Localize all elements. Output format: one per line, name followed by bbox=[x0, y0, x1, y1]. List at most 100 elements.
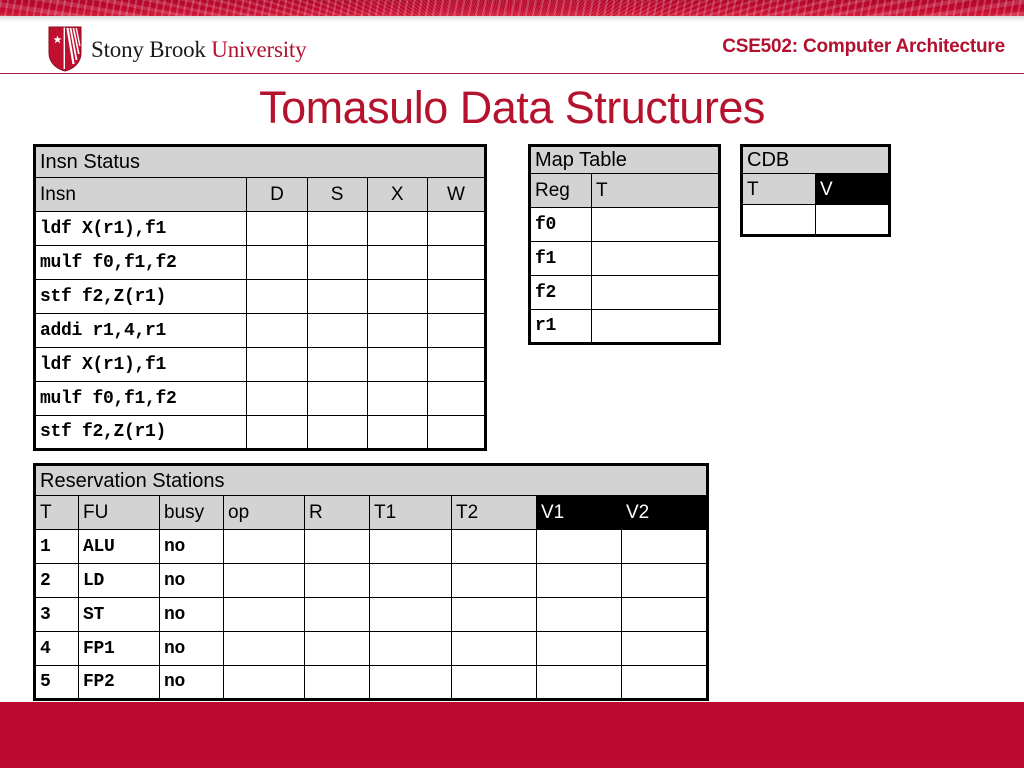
table-row: f0 bbox=[529, 207, 721, 242]
column-header-d: D bbox=[246, 177, 308, 212]
insn-s-cell[interactable] bbox=[306, 415, 368, 450]
shield-icon bbox=[48, 26, 82, 72]
table-row: stf f2,Z(r1) bbox=[33, 415, 487, 450]
rs-r-cell[interactable] bbox=[304, 597, 370, 632]
insn-s-cell[interactable] bbox=[306, 347, 368, 382]
insn-d-cell[interactable] bbox=[246, 381, 308, 416]
table-row: f2 bbox=[529, 275, 721, 310]
rs-v2-cell[interactable] bbox=[620, 563, 709, 598]
rs-t2-cell[interactable] bbox=[451, 597, 537, 632]
column-header-v1: V1 bbox=[536, 495, 622, 530]
insn-x-cell[interactable] bbox=[366, 381, 428, 416]
insn-d-cell[interactable] bbox=[246, 279, 308, 314]
rs-op-cell[interactable] bbox=[223, 665, 305, 700]
rs-t2-cell[interactable] bbox=[451, 631, 537, 666]
insn-x-cell[interactable] bbox=[366, 415, 428, 450]
rs-t1-cell[interactable] bbox=[369, 631, 452, 666]
rs-v1-cell[interactable] bbox=[536, 631, 622, 666]
rs-t2-cell[interactable] bbox=[451, 529, 537, 564]
insn-d-cell[interactable] bbox=[246, 347, 308, 382]
rs-t-cell: 3 bbox=[34, 597, 79, 632]
insn-s-cell[interactable] bbox=[306, 279, 368, 314]
rs-v1-cell[interactable] bbox=[536, 665, 622, 700]
insn-w-cell[interactable] bbox=[426, 381, 487, 416]
insn-d-cell[interactable] bbox=[246, 245, 308, 280]
insn-w-cell[interactable] bbox=[426, 313, 487, 348]
rs-t2-cell[interactable] bbox=[451, 563, 537, 598]
rs-t2-cell[interactable] bbox=[451, 665, 537, 700]
table-row: 5 FP2 no bbox=[34, 665, 709, 700]
rs-v2-cell[interactable] bbox=[620, 665, 709, 700]
map-reg-cell: r1 bbox=[529, 309, 592, 344]
insn-s-cell[interactable] bbox=[306, 245, 368, 280]
rs-v1-cell[interactable] bbox=[536, 563, 622, 598]
rs-op-cell[interactable] bbox=[223, 529, 305, 564]
rs-t1-cell[interactable] bbox=[369, 597, 452, 632]
column-header-insn: Insn bbox=[33, 177, 248, 212]
insn-w-cell[interactable] bbox=[426, 415, 487, 450]
rs-fu-cell: ST bbox=[78, 597, 160, 632]
rs-fu-cell: ALU bbox=[78, 529, 160, 564]
column-header-cdb-v: V bbox=[814, 173, 891, 205]
rs-busy-cell[interactable]: no bbox=[159, 631, 224, 666]
insn-s-cell[interactable] bbox=[306, 381, 368, 416]
rs-busy-cell[interactable]: no bbox=[159, 529, 224, 564]
rs-r-cell[interactable] bbox=[304, 529, 370, 564]
rs-busy-cell[interactable]: no bbox=[159, 597, 224, 632]
column-header-r: R bbox=[304, 495, 370, 530]
rs-fu-cell: FP1 bbox=[78, 631, 160, 666]
rs-v2-cell[interactable] bbox=[620, 631, 709, 666]
map-t-cell[interactable] bbox=[590, 309, 721, 344]
rs-r-cell[interactable] bbox=[304, 563, 370, 598]
insn-s-cell[interactable] bbox=[306, 211, 368, 246]
rs-t1-cell[interactable] bbox=[369, 529, 452, 564]
insn-x-cell[interactable] bbox=[366, 313, 428, 348]
insn-cell: mulf f0,f1,f2 bbox=[33, 381, 248, 416]
rs-t1-cell[interactable] bbox=[369, 665, 452, 700]
rs-v2-cell[interactable] bbox=[620, 529, 709, 564]
rs-t1-cell[interactable] bbox=[369, 563, 452, 598]
rs-t-cell: 2 bbox=[34, 563, 79, 598]
column-header-t2: T2 bbox=[451, 495, 537, 530]
banner-shadow bbox=[0, 16, 1024, 22]
insn-w-cell[interactable] bbox=[426, 347, 487, 382]
rs-op-cell[interactable] bbox=[223, 597, 305, 632]
insn-d-cell[interactable] bbox=[246, 313, 308, 348]
insn-w-cell[interactable] bbox=[426, 245, 487, 280]
rs-r-cell[interactable] bbox=[304, 665, 370, 700]
rs-busy-cell[interactable]: no bbox=[159, 563, 224, 598]
insn-w-cell[interactable] bbox=[426, 211, 487, 246]
map-t-cell[interactable] bbox=[590, 241, 721, 276]
rs-r-cell[interactable] bbox=[304, 631, 370, 666]
rs-v1-cell[interactable] bbox=[536, 597, 622, 632]
insn-x-cell[interactable] bbox=[366, 279, 428, 314]
insn-cell: mulf f0,f1,f2 bbox=[33, 245, 248, 280]
cdb-t-cell[interactable] bbox=[741, 204, 816, 236]
reservation-stations-table: Reservation Stations T FU busy op R T1 T… bbox=[33, 463, 710, 701]
rs-v2-cell[interactable] bbox=[620, 597, 709, 632]
insn-cell: addi r1,4,r1 bbox=[33, 313, 248, 348]
insn-w-cell[interactable] bbox=[426, 279, 487, 314]
rs-header-row: T FU busy op R T1 T2 V1 V2 bbox=[34, 495, 709, 530]
rs-op-cell[interactable] bbox=[223, 631, 305, 666]
header-divider bbox=[0, 73, 1024, 74]
rs-v1-cell[interactable] bbox=[536, 529, 622, 564]
map-t-cell[interactable] bbox=[590, 207, 721, 242]
insn-x-cell[interactable] bbox=[366, 245, 428, 280]
insn-d-cell[interactable] bbox=[246, 415, 308, 450]
rs-busy-cell[interactable]: no bbox=[159, 665, 224, 700]
map-table: Map Table Reg T f0 f1 f2 r1 bbox=[528, 144, 722, 345]
insn-d-cell[interactable] bbox=[246, 211, 308, 246]
insn-x-cell[interactable] bbox=[366, 347, 428, 382]
insn-cell: ldf X(r1),f1 bbox=[33, 347, 248, 382]
insn-s-cell[interactable] bbox=[306, 313, 368, 348]
rs-op-cell[interactable] bbox=[223, 563, 305, 598]
table-row: mulf f0,f1,f2 bbox=[33, 245, 487, 280]
cdb-v-cell[interactable] bbox=[814, 204, 891, 236]
insn-cell: stf f2,Z(r1) bbox=[33, 415, 248, 450]
insn-x-cell[interactable] bbox=[366, 211, 428, 246]
rs-title-row: Reservation Stations bbox=[33, 464, 709, 496]
logo-wordmark: Stony Brook University bbox=[91, 38, 307, 61]
column-header-t: T bbox=[590, 173, 721, 208]
map-t-cell[interactable] bbox=[590, 275, 721, 310]
